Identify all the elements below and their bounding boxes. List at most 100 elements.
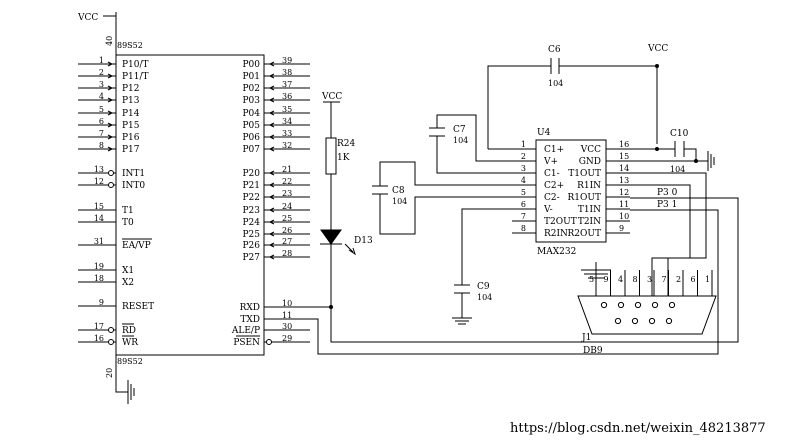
pin-number: 33 — [282, 129, 292, 138]
pin-arrow-icon — [268, 134, 275, 140]
pin-label: C2- — [544, 193, 560, 203]
c9-value: 104 — [477, 293, 492, 302]
pin-label: R1OUT — [568, 193, 601, 203]
pin-number: 26 — [282, 226, 292, 235]
mcu-gnd-pin-num: 20 — [105, 368, 114, 378]
pin-number: 15 — [619, 152, 629, 161]
pin-label: P25 — [242, 230, 260, 240]
pin-number: 2 — [99, 68, 104, 77]
pin-number: 4 — [99, 92, 104, 101]
pin-number: 9 — [604, 275, 609, 284]
c9-wires — [461, 208, 512, 318]
pin-number: 2 — [676, 275, 681, 284]
c7-wires — [436, 114, 512, 174]
pin-label: T2OUT — [544, 217, 577, 227]
max232-pin-c1: 3C1- — [512, 164, 560, 179]
t1out-to-db9-wire — [630, 172, 707, 296]
pin-number: 9 — [619, 224, 624, 233]
pin-number: 27 — [282, 237, 292, 246]
pin-label: C1+ — [544, 145, 564, 155]
mcu-vcc-wire — [103, 12, 117, 56]
capacitor-c10: C10 104 — [630, 129, 715, 174]
pin-label: P02 — [242, 84, 260, 94]
pin-label: R2IN — [544, 229, 568, 239]
mcu-vcc-label: VCC — [77, 13, 98, 23]
pin-label: P14 — [122, 109, 140, 119]
pin-label: P27 — [242, 253, 260, 263]
pin-label: TXD — [240, 315, 260, 325]
inversion-bubble — [108, 170, 114, 176]
pin-arrow-icon — [268, 73, 275, 79]
pin-label: T1IN — [578, 205, 601, 215]
pin-number: 14 — [94, 214, 104, 223]
db9-pin-1: 1 — [705, 270, 713, 296]
pin-label: EA/VP — [122, 241, 151, 251]
pin-arrow-icon — [107, 85, 114, 91]
capacitor-c9: C9 104 — [452, 208, 512, 325]
pin-number: 13 — [619, 176, 629, 185]
capacitor-c8: C8 104 — [372, 161, 512, 235]
pin-arrow-icon — [268, 85, 275, 91]
pin-number: 3 — [99, 80, 104, 89]
pin-number: 7 — [662, 275, 667, 284]
pin-label: X1 — [122, 266, 134, 276]
pin-number: 37 — [282, 80, 292, 89]
pin-number: 36 — [282, 92, 292, 101]
pin-label: P06 — [242, 133, 260, 143]
pin-number: 14 — [619, 164, 629, 173]
pin-number: 6 — [99, 117, 104, 126]
c6-ref: C6 — [548, 45, 561, 55]
inversion-bubble — [266, 339, 272, 345]
pin-arrow-icon — [268, 170, 275, 176]
pin-arrow-icon — [268, 122, 275, 128]
db9-hole-icon — [665, 317, 673, 325]
pin-arrow-icon — [268, 254, 275, 260]
led-vcc-label: VCC — [321, 92, 342, 102]
pin-number: 7 — [521, 212, 526, 221]
pin-number: 19 — [94, 262, 104, 271]
pin-number: 3 — [647, 275, 652, 284]
inversion-bubble — [108, 339, 114, 345]
pin-label: PSEN — [233, 338, 260, 348]
pin-number: 23 — [282, 189, 292, 198]
pin-number: 1 — [705, 275, 710, 284]
db9-pin-8: 8 — [633, 270, 640, 296]
pin-label: P24 — [242, 218, 260, 228]
max232-pin-c2: 4C2+ — [512, 176, 564, 191]
db9-hole-icon — [648, 317, 656, 325]
pin-label: P26 — [242, 241, 260, 251]
capacitor-c7: C7 104 — [429, 114, 512, 174]
pin-label: R2OUT — [568, 229, 601, 239]
led-vcc-wire — [323, 101, 340, 138]
mcu-model-bottom: 89S52 — [117, 357, 143, 366]
max232-body — [535, 139, 607, 243]
pin-label: VCC — [580, 145, 601, 155]
c8-plates — [372, 185, 388, 195]
led-ref: D13 — [354, 236, 373, 246]
c9-ground-icon — [452, 317, 472, 325]
max232-right-pins: 16VCC15GND14T1OUT13R1IN12R1OUT11T1IN10T2… — [568, 140, 668, 239]
pin-number: 12 — [619, 188, 629, 197]
pin-number: 1 — [521, 140, 526, 149]
pin-label: V- — [543, 205, 553, 215]
db9-pin-2: 2 — [676, 270, 684, 296]
